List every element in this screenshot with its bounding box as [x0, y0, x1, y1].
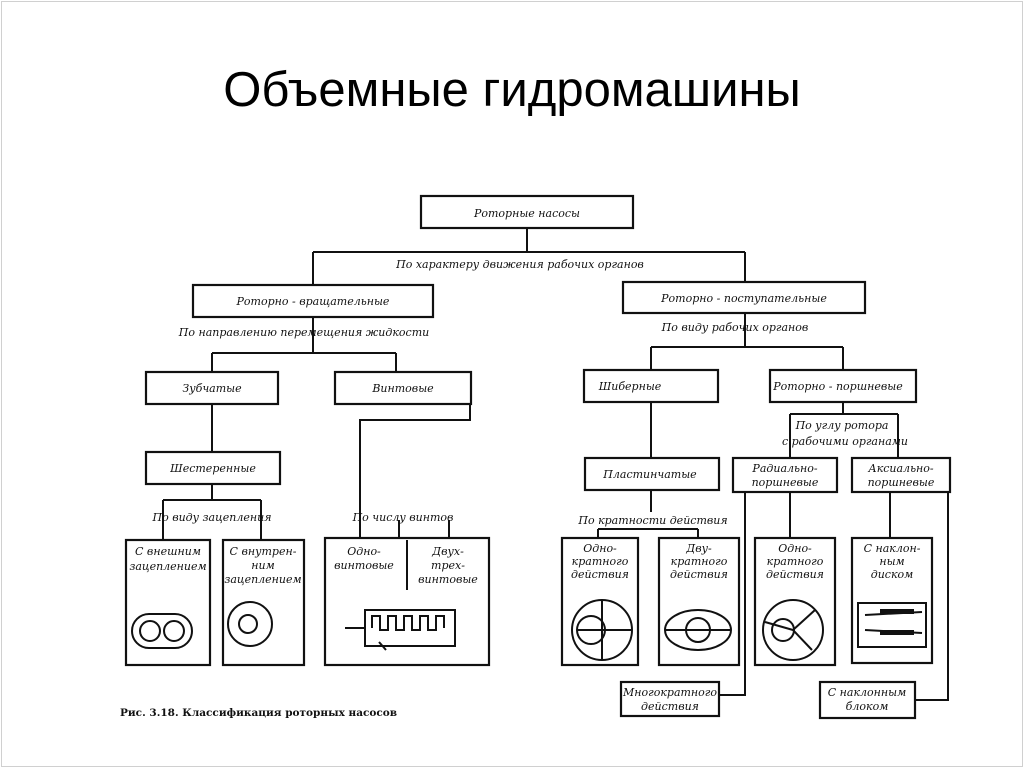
label-internal-3: зацеплением: [224, 573, 301, 586]
label-criterion-screws: По числу винтов: [352, 511, 454, 524]
label-radial-2: поршневые: [752, 476, 819, 489]
label-multi-screw-3: винтовые: [418, 573, 478, 586]
label-internal-1: С внутрен-: [230, 545, 297, 558]
label-rotary-progressive: Роторно - поступательные: [660, 292, 827, 305]
external-gear-sketch: [131, 613, 193, 649]
label-external-2: зацеплением: [129, 560, 206, 573]
label-vane: Шиберные: [598, 380, 662, 393]
box-rotary-rotational: [191, 283, 435, 319]
box-radial: [731, 456, 839, 494]
label-radial-single-3: действия: [766, 568, 824, 581]
label-tilted-block-1: С наклонным: [828, 686, 906, 699]
box-vane: [582, 368, 720, 404]
label-single-action-3: действия: [571, 568, 629, 581]
label-rotary-rotational: Роторно - вращательные: [236, 295, 390, 308]
label-double-action-2: кратного: [671, 555, 728, 568]
label-tilted-block-2: блоком: [846, 700, 889, 713]
box-gear: [144, 370, 280, 406]
label-axial-2: поршневые: [868, 476, 935, 489]
label-criterion-angle-2: с рабочими органами: [782, 435, 908, 448]
box-double-action: [657, 536, 741, 667]
box-rotary-pumps: [419, 194, 635, 230]
label-double-action-1: Дву-: [685, 542, 712, 555]
label-multi-action-2: действия: [641, 700, 699, 713]
label-multi-action-1: Многократного: [622, 686, 717, 699]
radial-piston-sketch: [762, 599, 824, 661]
label-double-action-3: действия: [670, 568, 728, 581]
label-multi-screw-2: трех-: [431, 559, 465, 572]
label-single-screw-1: Одно-: [347, 545, 381, 558]
label-rotary-pumps: Роторные насосы: [473, 207, 580, 220]
labels: Роторные насосы По характеру движения ра…: [120, 207, 935, 719]
box-screw: [333, 370, 473, 406]
label-single-action-2: кратного: [572, 555, 629, 568]
box-multi-action: [619, 680, 721, 718]
tilted-disk-sketch: [857, 602, 927, 648]
label-internal-2: ним: [251, 559, 274, 572]
box-tilted-block: [818, 680, 917, 720]
box-radial-single: [753, 536, 837, 667]
schematics: [131, 599, 927, 661]
label-radial-1: Радиально-: [751, 462, 817, 475]
box-cogwheel: [144, 450, 282, 486]
label-single-action-1: Одно-: [583, 542, 617, 555]
slide-title: Объемные гидромашины: [223, 63, 801, 117]
box-internal-mesh: [221, 538, 306, 667]
connectors: [162, 228, 949, 701]
label-multi-screw-1: Двух-: [431, 545, 464, 558]
label-radial-single-2: кратного: [767, 555, 824, 568]
label-plate: Пластинчатые: [602, 468, 697, 481]
label-screw: Винтовые: [371, 382, 434, 395]
label-tilted-disk-1: С наклон-: [864, 542, 921, 555]
label-external-1: С внешним: [135, 545, 201, 558]
box-rotary-progressive: [621, 280, 867, 315]
label-axial-1: Аксиально-: [867, 462, 934, 475]
label-radial-single-1: Одно-: [778, 542, 812, 555]
label-criterion-action: По кратности действия: [577, 514, 727, 527]
label-criterion-direction: По направлению перемещения жидкости: [178, 326, 429, 339]
label-criterion-motion: По характеру движения рабочих органов: [395, 258, 644, 271]
box-axial: [850, 456, 952, 494]
label-piston: Роторно - поршневые: [772, 380, 903, 393]
boxes: [124, 194, 952, 720]
label-criterion-angle-1: По углу ротора: [795, 419, 889, 432]
label-criterion-mesh: По виду зацепления: [151, 511, 271, 524]
box-tilted-disk: [850, 536, 934, 665]
label-tilted-disk-2: ным: [879, 555, 904, 568]
box-external-mesh: [124, 538, 212, 667]
label-gear: Зубчатые: [182, 382, 242, 395]
label-tilted-disk-3: диском: [871, 568, 914, 581]
internal-gear-sketch: [227, 601, 273, 647]
screw-sketch: [371, 615, 445, 631]
box-piston: [768, 368, 918, 404]
label-single-screw-2: винтовые: [334, 559, 394, 572]
box-plate: [583, 456, 721, 492]
label-cogwheel: Шестеренные: [169, 462, 256, 475]
figure-caption: Рис. 3.18. Классификация роторных насосо…: [120, 707, 397, 719]
label-criterion-organs: По виду рабочих органов: [661, 321, 809, 334]
